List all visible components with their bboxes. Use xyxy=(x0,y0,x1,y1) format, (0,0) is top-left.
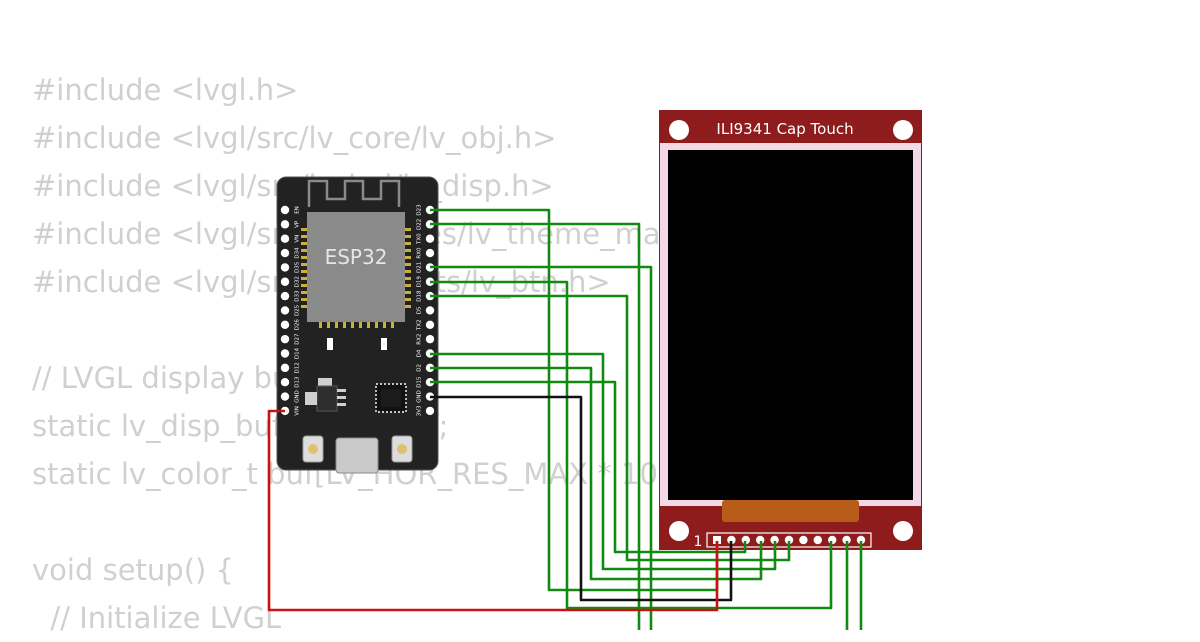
pin-label: D22 xyxy=(417,219,423,230)
pin-label: VP xyxy=(295,220,301,228)
pin-label: VN xyxy=(295,235,301,243)
display-header-pins xyxy=(713,535,866,545)
pin-label: EN xyxy=(295,206,301,214)
pin-d27[interactable] xyxy=(280,334,290,344)
pin-label: D4 xyxy=(417,349,423,357)
pin-label: RX0 xyxy=(417,247,423,259)
pin-d13[interactable] xyxy=(280,378,290,387)
wire-d22[interactable] xyxy=(430,222,641,630)
wire-d5[interactable] xyxy=(430,294,791,562)
smd-pad xyxy=(381,338,387,350)
pin-label: D25 xyxy=(295,304,301,316)
usb-port[interactable] xyxy=(335,437,379,474)
pin-d34[interactable] xyxy=(280,248,290,258)
flex-cable xyxy=(722,500,859,522)
wire-d15[interactable] xyxy=(430,380,747,554)
pin-d26[interactable] xyxy=(280,320,290,329)
pin-en[interactable] xyxy=(280,205,290,215)
module-pads xyxy=(301,228,411,328)
wire-d18[interactable] xyxy=(430,280,833,610)
lcd-screen[interactable] xyxy=(668,150,913,500)
pin-label: D18 xyxy=(417,290,423,302)
wire-d2[interactable] xyxy=(430,366,763,581)
display-pin[interactable] xyxy=(741,535,750,545)
display-pin-1[interactable] xyxy=(713,536,721,544)
pin-label: D2 xyxy=(417,364,423,372)
pin-label: D12 xyxy=(295,362,301,373)
display-pin[interactable] xyxy=(727,535,736,545)
pin-label: D32 xyxy=(295,276,301,287)
pin-label: D13 xyxy=(295,376,301,388)
pin-label: D26 xyxy=(295,319,301,331)
pin-gnd[interactable] xyxy=(280,392,290,401)
smd-pad xyxy=(327,338,333,350)
display-pin[interactable] xyxy=(799,535,808,545)
pin-label: D19 xyxy=(417,276,423,288)
mount-hole-top-right xyxy=(893,120,913,140)
pin-d35[interactable] xyxy=(280,263,290,272)
display-title: ILI9341 Cap Touch xyxy=(716,120,853,138)
pin-label: 3V3 xyxy=(417,405,423,416)
pin-d33[interactable] xyxy=(280,291,290,301)
display-pin[interactable] xyxy=(756,535,765,545)
usb-uart-chip xyxy=(375,383,407,413)
boot-button[interactable] xyxy=(302,435,324,463)
pin-label: D23 xyxy=(417,204,423,216)
pin-label: VIN xyxy=(295,406,301,416)
wire-gnd[interactable] xyxy=(430,395,733,602)
code-line: #include <lvgl/src/lv_core/lv_obj.h> xyxy=(32,121,557,155)
mount-hole-bottom-left xyxy=(669,521,689,541)
pin-label: RX2 xyxy=(417,334,423,345)
pin-label: D35 xyxy=(295,261,301,273)
reset-button[interactable] xyxy=(391,435,413,463)
code-line: #include <lvgl.h> xyxy=(32,73,299,107)
display-pin[interactable] xyxy=(813,535,822,545)
pin-label: GND xyxy=(295,390,301,403)
display-pin[interactable] xyxy=(784,535,794,545)
pin1-label: 1 xyxy=(694,534,703,550)
pin-label: D33 xyxy=(295,290,301,302)
pin-3v3[interactable] xyxy=(425,406,435,416)
pin-label: D14 xyxy=(295,347,301,359)
pin-label: GND xyxy=(417,390,423,403)
display-pin[interactable] xyxy=(770,535,779,545)
mount-hole-top-left xyxy=(669,120,689,140)
pin-label: D34 xyxy=(295,247,301,259)
pin-d14[interactable] xyxy=(280,349,290,358)
pin-label: D5 xyxy=(417,306,423,314)
pin-tx0[interactable] xyxy=(425,234,435,243)
esp32-label: ESP32 xyxy=(325,245,388,269)
pin-rx2[interactable] xyxy=(425,334,435,344)
pin-label: D15 xyxy=(417,376,423,388)
pin-d12[interactable] xyxy=(280,363,290,373)
display-pin[interactable] xyxy=(842,535,851,545)
antenna-trace xyxy=(307,179,401,207)
pin-label: TX2 xyxy=(417,319,423,331)
wire-d4[interactable] xyxy=(430,352,777,571)
wire-d19[interactable] xyxy=(430,265,653,630)
display-pin[interactable] xyxy=(856,535,866,545)
pin-label: D27 xyxy=(295,333,301,345)
pin-vp[interactable] xyxy=(280,220,290,229)
esp32-module-shield xyxy=(307,212,405,322)
pin-d32[interactable] xyxy=(280,277,290,286)
pin-rx0[interactable] xyxy=(425,248,435,258)
mount-hole-bottom-right xyxy=(893,521,913,541)
pin-label: TX0 xyxy=(417,233,423,245)
code-line: void setup() { xyxy=(32,553,234,587)
ili9341-display[interactable]: ILI9341 Cap Touch 1 xyxy=(659,110,922,550)
pin-d5[interactable] xyxy=(425,306,435,315)
pin-label: D21 xyxy=(417,262,423,273)
pin-d25[interactable] xyxy=(280,306,290,315)
wires xyxy=(267,208,863,630)
pin-tx2[interactable] xyxy=(425,320,435,329)
pin-vn[interactable] xyxy=(280,234,290,243)
wire-vin[interactable] xyxy=(267,409,719,612)
voltage-regulator xyxy=(305,378,346,412)
